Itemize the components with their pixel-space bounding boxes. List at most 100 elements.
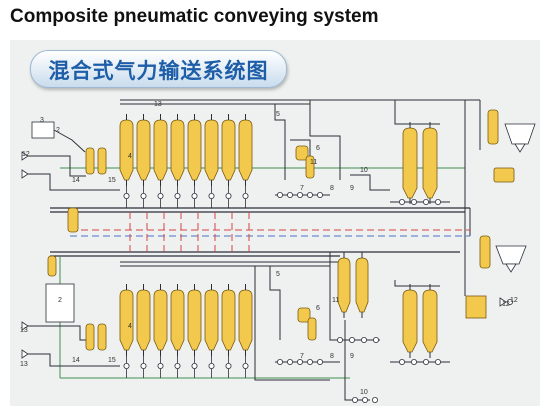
receiving-hopper xyxy=(504,123,536,145)
silo-valve xyxy=(208,192,215,199)
blower-symbol xyxy=(499,297,507,307)
line-valve xyxy=(336,336,343,343)
storage-silo xyxy=(119,284,134,356)
storage-silo-body xyxy=(170,289,185,351)
filter-silo-body xyxy=(402,289,418,353)
storage-silo xyxy=(136,114,151,186)
storage-silo-body xyxy=(136,119,151,181)
storage-silo xyxy=(238,284,253,356)
pipe-line xyxy=(309,100,341,180)
transfer-silo-body xyxy=(337,257,351,313)
storage-silo xyxy=(187,114,202,186)
storage-silo xyxy=(204,284,219,356)
silo-valve xyxy=(157,362,164,369)
line-valve xyxy=(398,198,405,205)
equipment-label: 3 xyxy=(40,117,44,124)
line-valve xyxy=(276,191,283,198)
equipment-label: 15 xyxy=(108,357,116,364)
equipment-label: 9 xyxy=(350,353,354,360)
equipment-label: 12 xyxy=(502,301,510,308)
feed-chute xyxy=(53,129,86,153)
equipment-label: 11 xyxy=(332,297,339,304)
line-valve xyxy=(422,198,429,205)
line-valve xyxy=(296,191,303,198)
storage-silo xyxy=(170,284,185,356)
feed-hopper xyxy=(31,121,55,139)
silo-valve xyxy=(242,192,249,199)
line-valve xyxy=(372,336,379,343)
blower-unit xyxy=(493,167,515,183)
blower-symbol xyxy=(21,169,29,179)
storage-silo xyxy=(170,114,185,186)
line-valve xyxy=(306,358,313,365)
equipment-label: 6 xyxy=(316,305,320,312)
filter-silo xyxy=(402,122,418,204)
storage-silo-body xyxy=(170,119,185,181)
equipment-label: 8 xyxy=(330,185,334,192)
storage-silo-body xyxy=(153,119,168,181)
pipe-network xyxy=(28,99,481,401)
pipe-line xyxy=(28,173,120,191)
cyclone xyxy=(307,317,317,341)
storage-silo-body xyxy=(204,119,219,181)
blower-symbol xyxy=(21,349,29,359)
line-valve xyxy=(360,336,367,343)
pipe-line xyxy=(28,353,120,367)
silo-valve xyxy=(174,192,181,199)
equipment-label: 6 xyxy=(316,145,320,152)
pipe-line xyxy=(350,174,390,191)
storage-silo-body xyxy=(153,289,168,351)
silo-valve xyxy=(208,362,215,369)
equipment-label: 14 xyxy=(72,177,80,184)
filter-silo xyxy=(422,284,438,358)
silo-valve xyxy=(123,362,130,369)
storage-silo xyxy=(153,284,168,356)
storage-silo-body xyxy=(221,119,236,181)
storage-silo xyxy=(238,114,253,186)
line-valve xyxy=(434,198,441,205)
equipment-label: 5 xyxy=(276,271,280,278)
silo-valve xyxy=(225,192,232,199)
rotary-feeder xyxy=(85,147,95,175)
pipe-line xyxy=(344,320,370,401)
storage-silo xyxy=(204,114,219,186)
pipe-line xyxy=(28,155,86,177)
filter-silo xyxy=(402,284,418,358)
equipment-label: 13 xyxy=(20,327,28,334)
dust-collector xyxy=(487,109,499,145)
equipment-label: 13 xyxy=(154,101,162,108)
silo-valve xyxy=(157,192,164,199)
silo-valve xyxy=(191,192,198,199)
storage-silo-body xyxy=(221,289,236,351)
storage-silo xyxy=(153,114,168,186)
storage-silo-body xyxy=(119,119,134,181)
filter-silo xyxy=(422,122,438,204)
banner-title: 混合式气力输送系统图 xyxy=(48,59,269,83)
line-valve xyxy=(316,191,323,198)
equipment-label: 10 xyxy=(360,167,368,174)
line-valve xyxy=(410,358,417,365)
line-valve xyxy=(296,358,303,365)
receiving-hopper xyxy=(495,245,527,265)
transfer-silo xyxy=(355,252,369,318)
equipment-label: 7 xyxy=(300,353,304,360)
storage-silo xyxy=(221,114,236,186)
line-valve xyxy=(348,336,355,343)
cyclone xyxy=(305,155,315,179)
storage-silo-body xyxy=(119,289,134,351)
line-valve xyxy=(371,396,378,403)
equipment-label: 13 xyxy=(20,361,28,368)
dashed-signal-lines xyxy=(70,212,470,252)
rotary-feeder xyxy=(97,147,107,175)
silo-valve xyxy=(191,362,198,369)
storage-silo-body xyxy=(187,289,202,351)
line-valve xyxy=(286,191,293,198)
equipment-label: 4 xyxy=(128,153,132,160)
filter-silo-body xyxy=(422,127,438,199)
filter-silo-body xyxy=(422,289,438,353)
silo-valve xyxy=(140,192,147,199)
line-valve xyxy=(434,358,441,365)
hopper-outlet xyxy=(505,263,517,273)
